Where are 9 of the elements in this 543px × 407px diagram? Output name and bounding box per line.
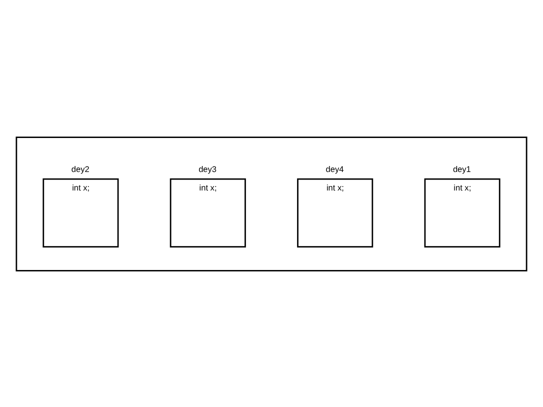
node-label: dey3 <box>198 163 217 174</box>
cluster <box>16 136 528 271</box>
node-label: dey2 <box>71 163 90 174</box>
node-label: dey4 <box>326 163 344 174</box>
node-box: int x; <box>297 178 374 248</box>
node-label: dey1 <box>452 163 471 174</box>
node-box: int x; <box>42 178 119 248</box>
node-box: int x; <box>170 178 246 248</box>
node-box: int x; <box>424 178 500 248</box>
